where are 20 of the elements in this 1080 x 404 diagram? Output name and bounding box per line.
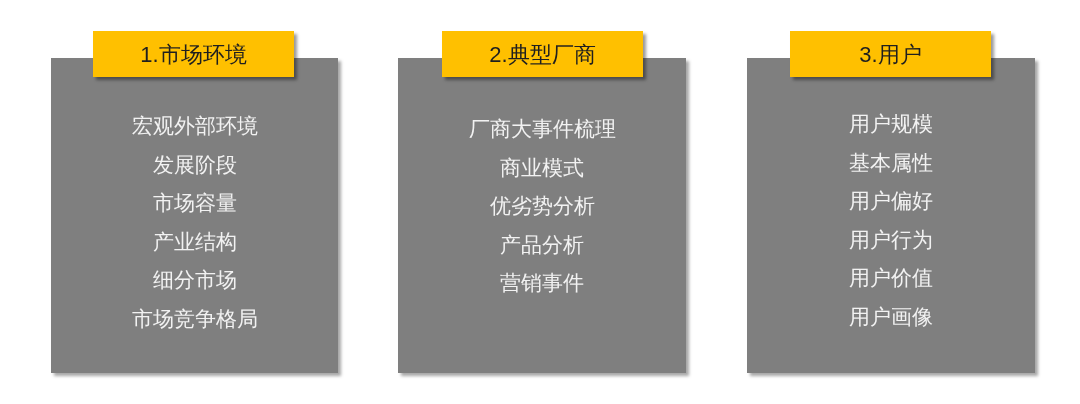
- topic-item: 用户行为: [849, 227, 933, 253]
- topic-item: 产业结构: [152, 229, 237, 255]
- topic-item: 市场容量: [152, 191, 237, 216]
- topic-item: 用户规模: [849, 112, 933, 137]
- section-heading-tab: 3.用户: [790, 31, 991, 77]
- section-heading-tab: 1.市场环境: [93, 31, 294, 77]
- topic-item: 宏观外部环境: [131, 114, 258, 139]
- topic-item: 优劣势分析: [489, 194, 595, 219]
- topic-item: 发展阶段: [152, 152, 237, 178]
- topic-item: 用户画像: [849, 304, 933, 330]
- topic-item: 市场竞争格局: [131, 306, 258, 332]
- topic-item: 用户价值: [849, 266, 933, 291]
- topic-item: 细分市场: [152, 268, 237, 293]
- section-heading-tab: 2.典型厂商: [442, 31, 643, 77]
- topic-item: 厂商大事件梳理: [468, 117, 616, 142]
- topic-item: 基本属性: [849, 150, 933, 176]
- topic-item: 产品分析: [500, 232, 584, 258]
- topic-item: 营销事件: [500, 271, 584, 296]
- topic-item: 用户偏好: [849, 189, 933, 214]
- topic-item: 商业模式: [500, 155, 584, 181]
